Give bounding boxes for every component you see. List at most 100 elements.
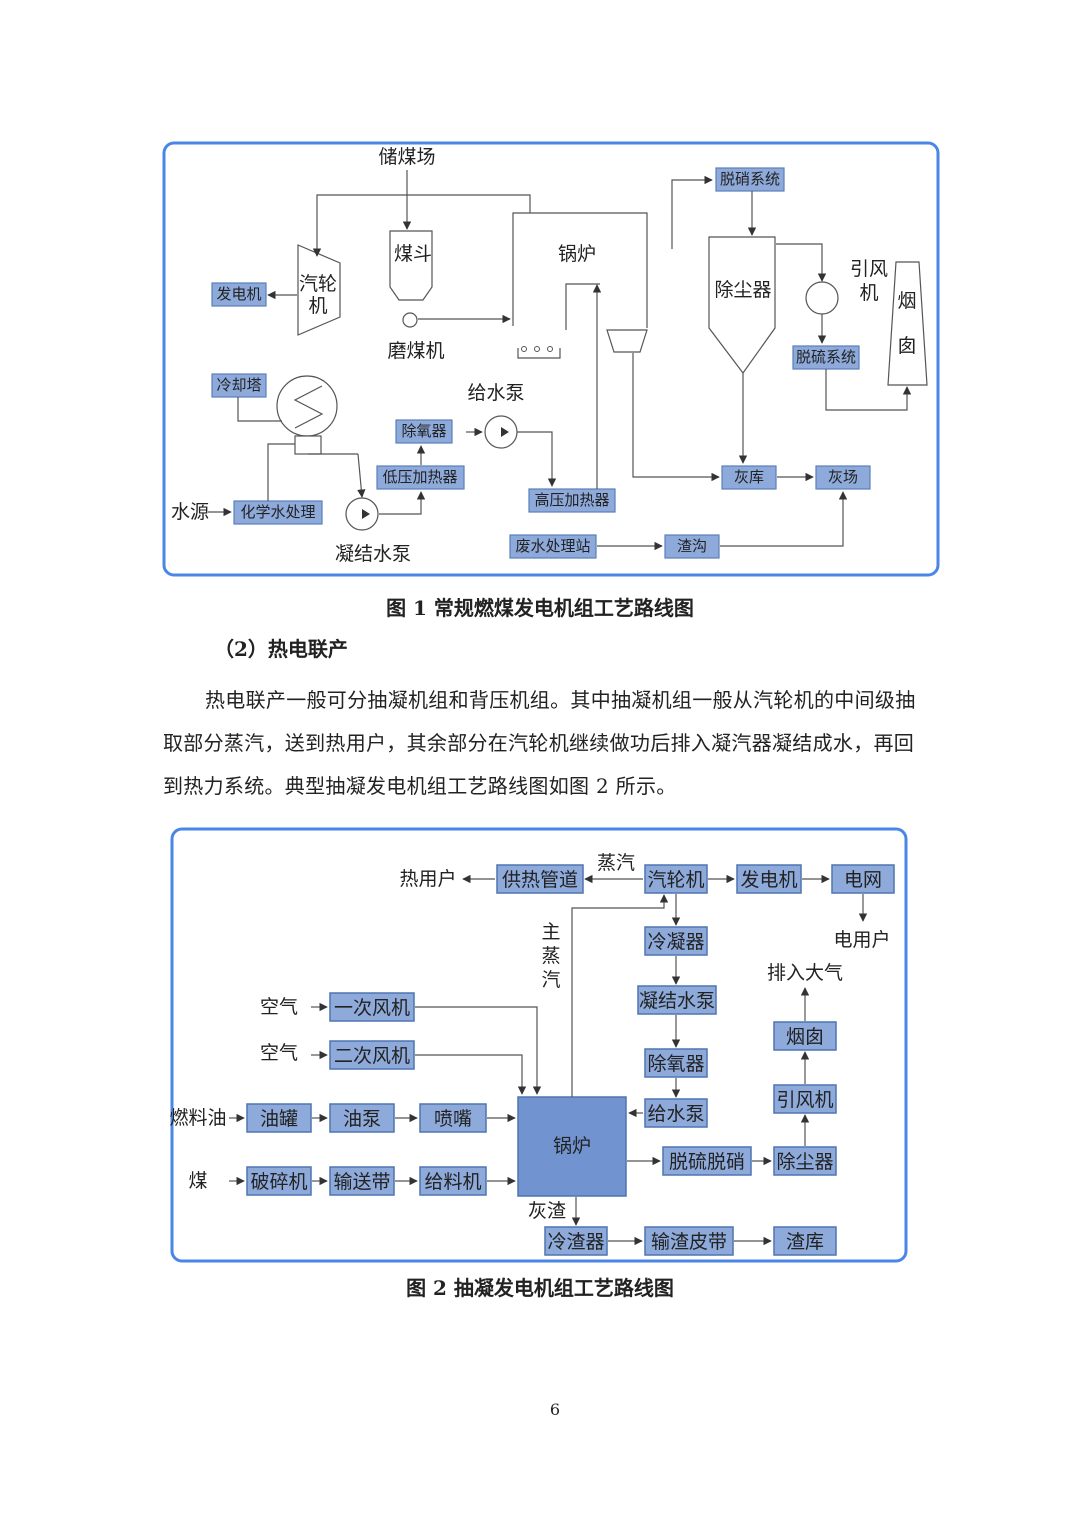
feed-pump-label: 给水泵 [467, 382, 524, 404]
dust-collector-label-2: 除尘器 [776, 1151, 833, 1173]
air-label-1: 空气 [260, 996, 298, 1018]
primary-fan-label: 一次风机 [334, 997, 410, 1019]
coal-hopper-shape [389, 230, 433, 301]
ash-yard-label: 灰场 [828, 468, 858, 486]
slag-ditch-box [664, 534, 720, 559]
turbine-shape [297, 244, 341, 336]
oil-tank-label: 油罐 [260, 1108, 298, 1130]
section-heading: （2）热电联产 [214, 637, 348, 661]
condenser-box [644, 926, 708, 956]
crusher-label: 破碎机 [250, 1171, 307, 1193]
figure-1-caption: 图 1 常规燃煤发电机组工艺路线图 [386, 596, 694, 620]
heating-pipe-label: 供热管道 [502, 869, 578, 891]
boiler-economizer [606, 329, 648, 353]
condenser-label: 冷凝器 [647, 931, 704, 953]
condensate-pump-label: 凝结水泵 [335, 543, 411, 565]
chimney-label: 烟囱 [786, 1026, 824, 1048]
boiler-box [517, 1096, 627, 1197]
slag-cooler-box [544, 1226, 608, 1256]
turbine-box [644, 864, 708, 894]
air-label-2: 空气 [260, 1042, 298, 1064]
condensate-pump-box [637, 985, 717, 1015]
boiler-wall [512, 212, 648, 328]
main-steam-label-3: 汽 [541, 969, 560, 991]
desulfurization-label: 脱硫系统 [796, 348, 856, 366]
coal-label: 煤 [188, 1170, 207, 1192]
denitration-label: 脱硝系统 [720, 170, 780, 188]
hp-heater-box [528, 488, 616, 513]
grid-box [831, 864, 895, 894]
id-fan-label-1: 引风 [850, 258, 888, 280]
heating-pipe-box [496, 864, 584, 894]
slag-belt-box [644, 1226, 734, 1256]
feed-pump-box-2 [644, 1098, 708, 1128]
ash-yard-box [815, 465, 871, 490]
section-paragraph: 热电联产一般可分抽凝机组和背压机组。其中抽凝机组一般从汽轮机的中间级抽取部分蒸汽… [163, 688, 916, 798]
slag-belt-label: 输渣皮带 [651, 1231, 727, 1253]
turbine-label: 汽轮机 [647, 869, 704, 891]
secondary-fan-label: 二次风机 [334, 1045, 410, 1067]
grid-label: 电网 [844, 869, 882, 891]
boiler-label: 锅炉 [558, 243, 596, 265]
lp-heater-box [376, 465, 465, 490]
desulf-denitr-label: 脱硫脱硝 [669, 1151, 745, 1173]
hp-heater-label: 高压加热器 [534, 491, 609, 509]
hotwell-shape [294, 435, 322, 455]
steam-label: 蒸汽 [597, 852, 635, 874]
generator-box-2 [736, 864, 802, 894]
main-steam-label-2: 蒸 [541, 945, 560, 967]
wastewater-box [509, 534, 597, 559]
generator-label-2: 发电机 [740, 869, 797, 891]
fuel-oil-label: 燃料油 [169, 1107, 226, 1129]
dust-collector-label: 除尘器 [714, 279, 771, 301]
deaerator-box-2 [644, 1048, 708, 1078]
figure-2-caption: 图 2 抽凝发电机组工艺路线图 [406, 1276, 674, 1300]
power-user-label: 电用户 [833, 929, 890, 951]
feeder-box [419, 1166, 487, 1196]
figure-2: 热用户 供热管道 蒸汽 汽轮机 发电机 电网 电用户 主 蒸 汽 冷凝器 凝结水… [169, 827, 908, 1263]
deaerator-label-2: 除氧器 [647, 1053, 704, 1075]
generator-box [211, 282, 267, 307]
generator-label: 发电机 [216, 285, 261, 303]
mill-label: 磨煤机 [387, 340, 444, 362]
conveyor-label: 输送带 [333, 1171, 390, 1193]
dust-collector-box-2 [773, 1146, 837, 1176]
lp-heater-label: 低压加热器 [382, 468, 457, 486]
ash-silo-label: 灰库 [734, 468, 764, 486]
mill-shape [402, 312, 418, 328]
turbine-label-1: 汽轮 [299, 273, 337, 295]
id-fan-label-2: 机 [859, 282, 878, 304]
slag-silo-box [773, 1226, 837, 1256]
wastewater-label: 废水处理站 [515, 537, 590, 555]
condensate-pump-label-2: 凝结水泵 [639, 990, 715, 1012]
chem-water-label: 化学水处理 [240, 503, 315, 521]
page-number: 6 [549, 1400, 561, 1419]
chimney-label-1: 烟 [897, 290, 916, 312]
chimney-label-2: 囱 [897, 335, 916, 357]
id-fan-box [773, 1084, 837, 1114]
oil-pump-label: 油泵 [343, 1108, 381, 1130]
deaerator-box [395, 419, 453, 444]
nozzle-box [419, 1103, 487, 1133]
secondary-fan-box [329, 1040, 415, 1070]
chem-water-box [233, 500, 323, 525]
crusher-box [246, 1166, 312, 1196]
feeder-label: 给料机 [424, 1171, 481, 1193]
coal-yard-label: 储煤场 [378, 146, 435, 168]
cooling-tower-box [211, 373, 267, 398]
boiler-inner-tube [565, 283, 600, 330]
oil-pump-box [329, 1103, 395, 1133]
desulf-denitr-box [662, 1146, 752, 1176]
figure-1: 储煤场 煤斗 锅炉 脱硝系统 除尘器 引风 机 烟 囱 汽轮 机 发电机 磨煤机… [162, 141, 940, 577]
water-source-label: 水源 [171, 501, 209, 523]
id-fan-label: 引风机 [776, 1089, 833, 1111]
boiler-ash-hopper [517, 348, 561, 359]
oil-tank-box [246, 1103, 312, 1133]
dust-collector-shape [708, 236, 776, 375]
primary-fan-box [329, 992, 415, 1022]
heat-user-label: 热用户 [399, 868, 456, 890]
main-steam-label-1: 主 [541, 921, 560, 943]
nozzle-label: 喷嘴 [434, 1108, 472, 1130]
cooling-tower-label: 冷却塔 [216, 376, 261, 394]
